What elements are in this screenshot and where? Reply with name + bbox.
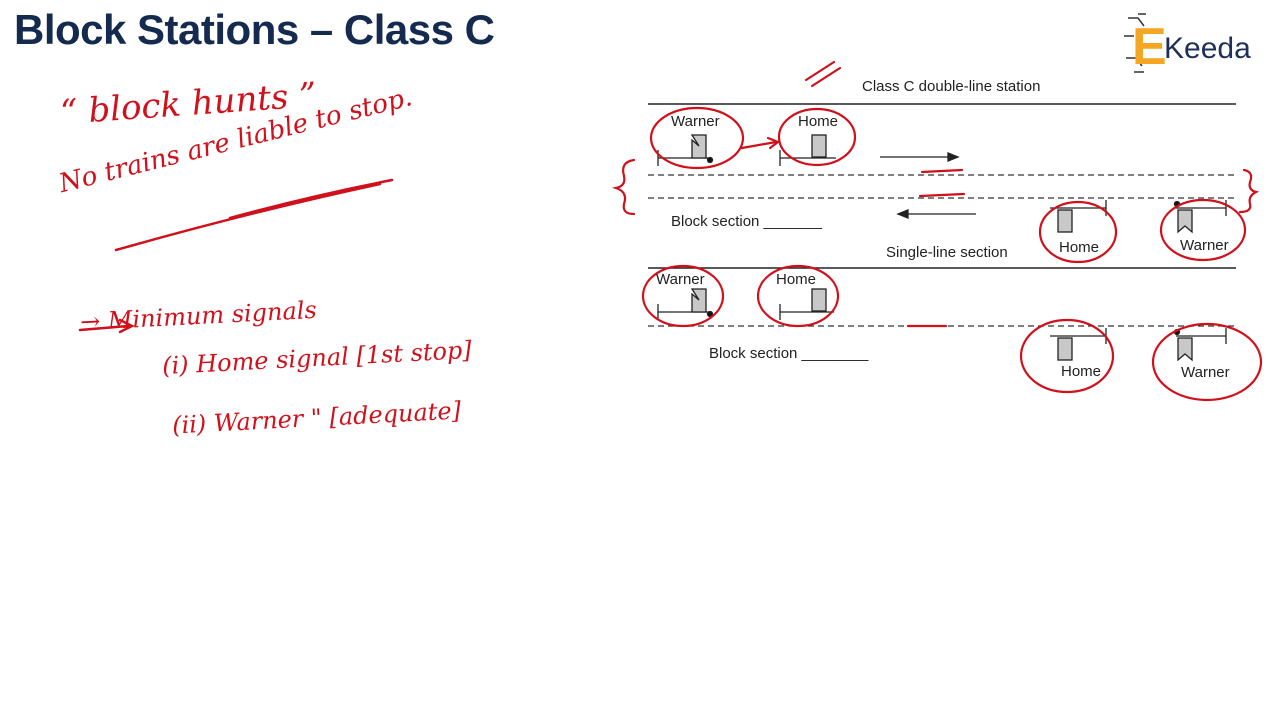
single-line-section-label: Single-line section — [886, 244, 1008, 261]
block-section-label-top: Block section _______ — [671, 213, 822, 230]
slide-title: Block Stations – Class C — [14, 6, 495, 53]
label-warner-bottom: Warner — [656, 271, 705, 288]
label-home-right: Home — [1059, 239, 1100, 256]
block-section-label-bottom: Block section ________ — [709, 345, 869, 362]
label-home-top: Home — [798, 113, 839, 130]
track-lines — [648, 103, 1236, 269]
label-warner-right: Warner — [1180, 237, 1229, 254]
signal-home-bottom-right — [1050, 328, 1107, 361]
signal-home-top — [779, 134, 836, 166]
red-annotations — [611, 60, 1263, 402]
diagram-heading: Class C double-line station — [862, 78, 1041, 95]
logo-mark: E — [1132, 18, 1167, 76]
label-home-bottom: Home — [776, 271, 817, 288]
logo-circuit-icon — [1124, 13, 1146, 73]
signal-warner-bottom-right — [1173, 328, 1227, 362]
label-warner-bottom-right: Warner — [1181, 364, 1230, 381]
note-underlines — [78, 178, 394, 334]
label-warner-top: Warner — [671, 113, 720, 130]
direction-arrows — [880, 152, 976, 219]
signal-home-bottom — [779, 288, 834, 320]
logo-text: Keeda — [1164, 32, 1251, 65]
signal-warner-top — [657, 134, 714, 166]
signal-home-right — [1050, 200, 1107, 233]
ekeeda-logo: E Keeda — [1120, 6, 1270, 84]
label-home-bottom-right: Home — [1061, 363, 1102, 380]
signal-warner-bottom — [657, 288, 714, 320]
